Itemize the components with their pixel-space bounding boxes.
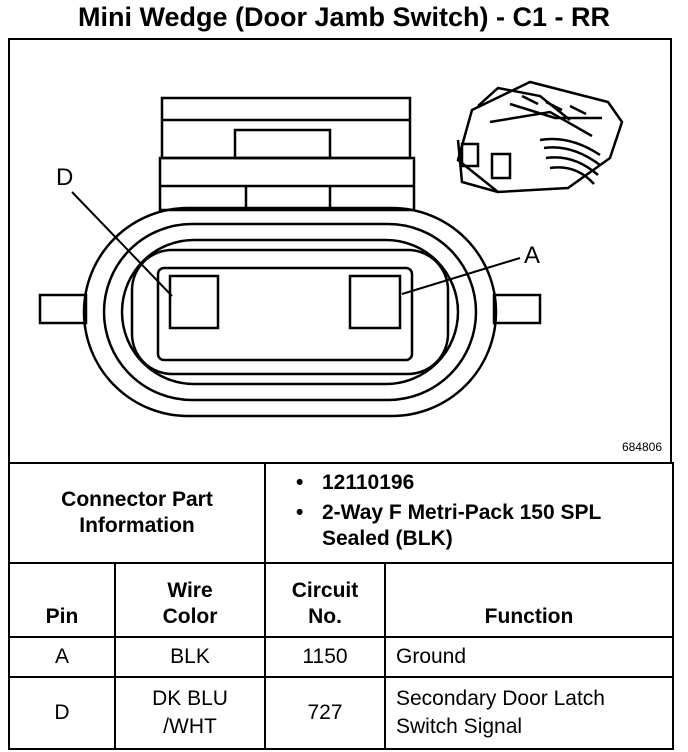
circuit-cell: 1150 [264, 636, 386, 678]
connector-illustration [456, 80, 624, 194]
pin-label-a: A [524, 242, 541, 269]
function-cell: Ground [384, 636, 674, 678]
circuit-cell: 727 [264, 676, 386, 750]
connector-part-details: 12110196 2-Way F Metri-Pack 150 SPL Seal… [264, 462, 674, 564]
terminal-d [168, 274, 220, 330]
page-title: Mini Wedge (Door Jamb Switch) - C1 - RR [77, 2, 611, 32]
connector-info-table: Connector Part Information 12110196 2-Wa… [8, 462, 674, 750]
connector-part-row: Connector Part Information 12110196 2-Wa… [8, 462, 674, 564]
connector-diagram: D A 684806 [8, 38, 672, 462]
reference-number: 684806 [621, 440, 662, 454]
header-circuit-no: Circuit No. [264, 562, 386, 638]
wire-color-cell: BLK [114, 636, 266, 678]
connector-face-drawing [38, 80, 624, 418]
cavity-recess [156, 266, 414, 362]
connector-oval-outer [82, 206, 498, 418]
connector-part-label: Connector Part Information [8, 462, 266, 564]
table-header-row: Pin Wire Color Circuit No. Function [8, 562, 674, 638]
part-description: 2-Way F Metri-Pack 150 SPL Sealed (BLK) [296, 500, 664, 552]
header-function: Function [384, 562, 674, 638]
leader-line-d [71, 191, 173, 297]
header-pin: Pin [8, 562, 116, 638]
wire-color-cell: DK BLU /WHT [114, 676, 266, 750]
pin-cell: D [8, 676, 116, 750]
pin-label-d: D [56, 164, 74, 191]
terminal-a [348, 274, 402, 330]
side-tab-right [492, 293, 542, 325]
header-wire-color: Wire Color [114, 562, 266, 638]
table-row: D DK BLU /WHT 727 Secondary Door Latch S… [8, 676, 674, 750]
latch-housing-top [160, 96, 412, 160]
leader-line-a [401, 257, 521, 295]
function-cell: Secondary Door Latch Switch Signal [384, 676, 674, 750]
pin-cell: A [8, 636, 116, 678]
table-row: A BLK 1150 Ground [8, 636, 674, 678]
latch-housing-base [158, 156, 416, 212]
connector-oval-mid [102, 222, 478, 402]
connector-oval-inner [120, 238, 460, 386]
part-number: 12110196 [296, 470, 664, 496]
side-tab-left [38, 293, 88, 325]
